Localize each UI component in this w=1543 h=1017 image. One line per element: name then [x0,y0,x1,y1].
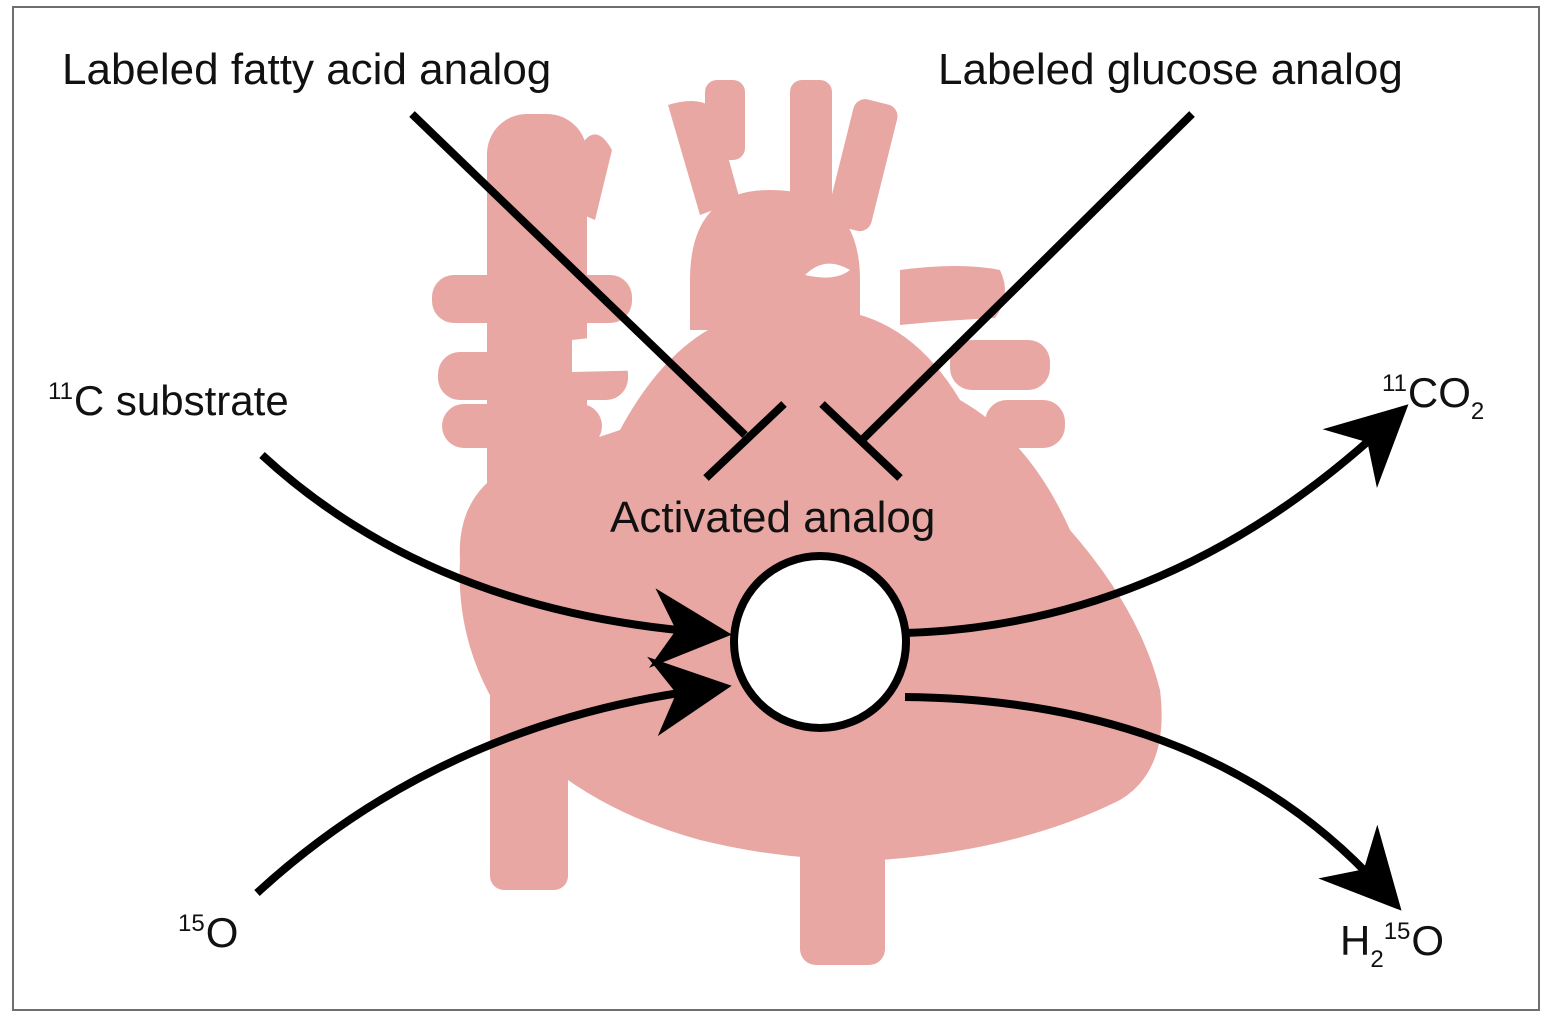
glucose-label: Labeled glucose analog [938,48,1403,92]
co2-label: 11CO2 [1382,372,1484,414]
metabolic-pool-circle-icon [734,556,906,728]
water-label: H215O [1340,920,1444,962]
fatty-acid-label: Labeled fatty acid analog [62,48,551,92]
o15-label: 15O [178,912,238,954]
activated-analog-label: Activated analog [610,496,935,540]
c11-substrate-label: 11C substrate [48,380,289,422]
